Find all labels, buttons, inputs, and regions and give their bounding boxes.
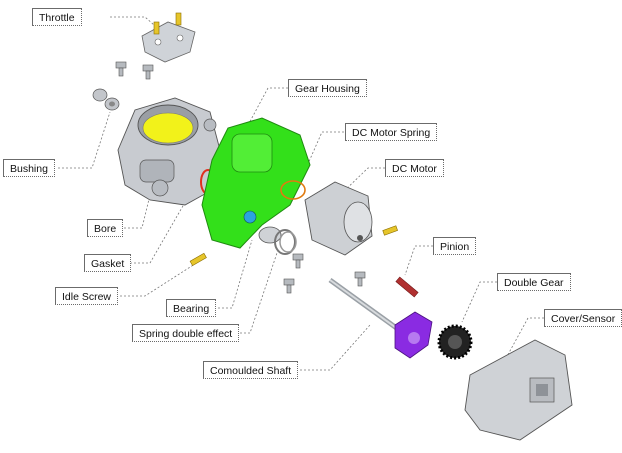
label-bushing: Bushing xyxy=(3,159,55,177)
label-throttle: Throttle xyxy=(32,8,82,26)
comoulded-shaft xyxy=(328,277,433,359)
leader-lines xyxy=(58,16,544,371)
gear-housing xyxy=(201,117,311,249)
gold-screws xyxy=(189,225,398,267)
throttle-plate xyxy=(141,12,196,63)
label-bearing: Bearing xyxy=(166,299,217,317)
label-cover-sensor: Cover/Sensor xyxy=(544,309,622,327)
pinion-part xyxy=(395,276,419,298)
label-gear-housing: Gear Housing xyxy=(288,79,367,97)
throttle-body xyxy=(117,97,221,206)
dc-motor xyxy=(304,181,373,256)
label-gasket: Gasket xyxy=(84,254,132,272)
label-spring-double-effect: Spring double effect xyxy=(132,324,240,342)
label-dc-motor: DC Motor xyxy=(385,159,444,177)
double-gear xyxy=(437,324,473,360)
label-comoulded-shaft: Comoulded Shaft xyxy=(203,361,299,379)
bushings xyxy=(92,88,120,111)
spring-bearing xyxy=(258,226,297,255)
screws xyxy=(115,61,366,294)
label-pinion: Pinion xyxy=(433,237,477,255)
label-double-gear: Double Gear xyxy=(497,273,571,291)
cover-sensor xyxy=(464,339,573,441)
label-dc-motor-spring: DC Motor Spring xyxy=(345,123,438,141)
label-idle-screw: Idle Screw xyxy=(55,287,119,305)
label-bore: Bore xyxy=(87,219,124,237)
